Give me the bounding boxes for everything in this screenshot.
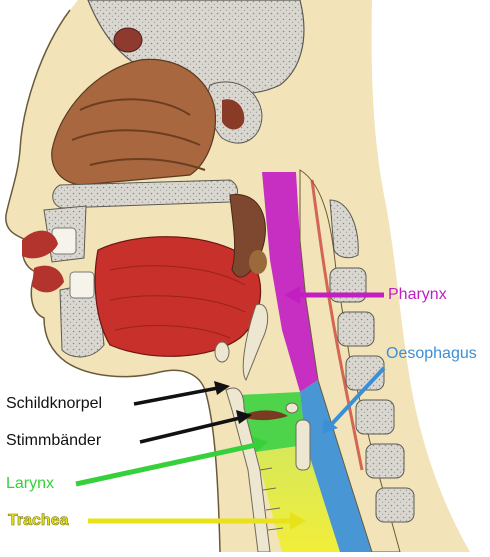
stimmbaender-label: Stimmbänder — [6, 433, 101, 449]
oesophagus-label: Oesophagus — [386, 346, 477, 362]
trachea-label: Trachea — [8, 513, 68, 529]
pharynx-label: Pharynx — [388, 287, 447, 303]
schildknorpel-label: Schildknorpel — [6, 396, 102, 412]
larynx-label: Larynx — [6, 476, 54, 492]
